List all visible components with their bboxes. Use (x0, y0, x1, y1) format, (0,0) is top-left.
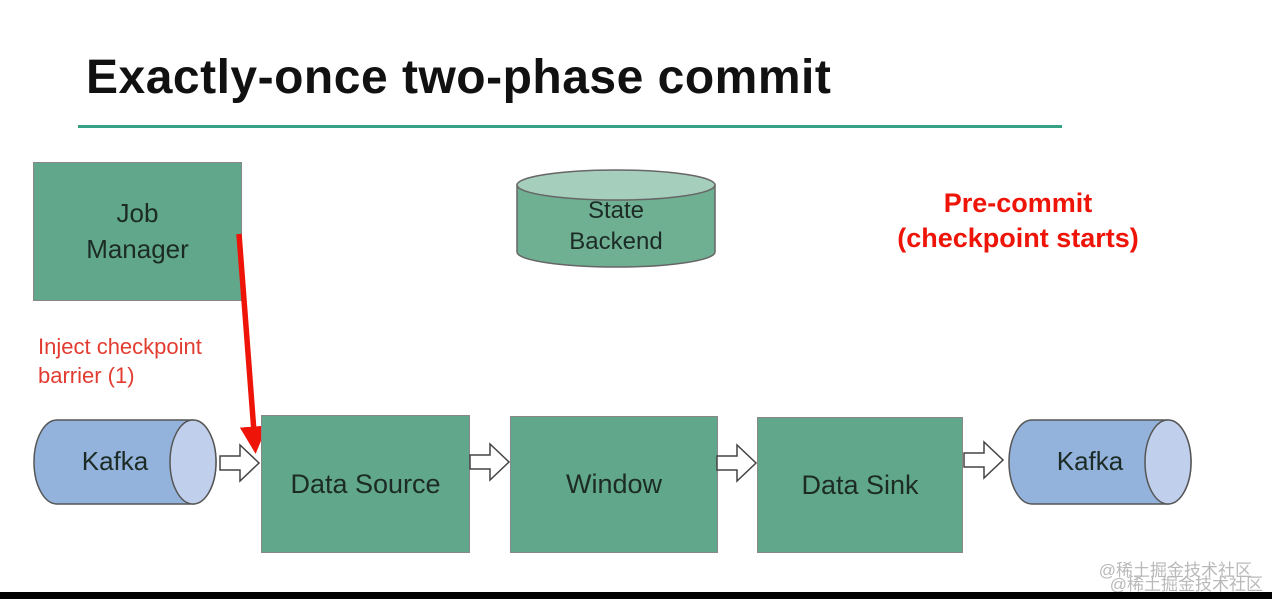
phase-label: Pre-commit (checkpoint starts) (858, 186, 1178, 255)
phase-label-line1: Pre-commit (943, 188, 1093, 218)
inject-barrier-note-line1: Inject checkpoint (38, 334, 202, 359)
node-kafka-sink-label: Kafka (1056, 446, 1124, 477)
bottom-bar (0, 592, 1272, 599)
flow-arrow-icon (963, 440, 1005, 480)
inject-barrier-note-line2: barrier (1) (38, 363, 135, 389)
watermark-text: @稀土掘金技术社区 (1109, 575, 1263, 594)
title-underline (78, 125, 1062, 128)
node-data-source-label: Data Source (290, 468, 441, 499)
kafka-cylinder-icon (1008, 419, 1192, 505)
node-job-manager-label: Job Manager (86, 198, 189, 264)
node-window: Window (510, 416, 718, 553)
node-kafka-source: Kafka (30, 416, 220, 508)
node-window-label: Window (565, 469, 663, 500)
node-state-backend: State Backend (514, 168, 718, 270)
node-state-backend-label: State Backend (569, 196, 663, 255)
flow-arrow-icon (716, 443, 758, 483)
node-data-sink-label: Data Sink (801, 469, 919, 500)
watermark-text: @稀土掘金技术社区 (1098, 561, 1252, 580)
node-data-source: Data Source (261, 415, 470, 553)
flow-arrow-icon (469, 442, 511, 482)
node-data-sink: Data Sink (757, 417, 963, 553)
phase-label-line2: (checkpoint starts) (897, 222, 1139, 253)
checkpoint-barrier-arrow-icon (236, 233, 268, 454)
node-kafka-sink: Kafka (1005, 416, 1195, 508)
node-kafka-source-label: Kafka (81, 446, 149, 477)
page-title: Exactly-once two-phase commit (86, 51, 832, 104)
database-cylinder-icon (516, 169, 716, 268)
inject-barrier-note: Inject checkpoint barrier (1) (38, 332, 202, 390)
flow-arrow-icon (219, 443, 261, 483)
node-job-manager: Job Manager (33, 162, 242, 301)
kafka-cylinder-icon (33, 419, 217, 505)
